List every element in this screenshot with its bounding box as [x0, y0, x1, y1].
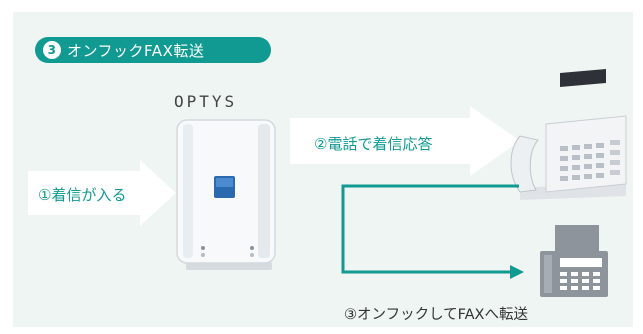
step-answer-label: ②電話で着信応答: [314, 135, 433, 153]
section-title-badge: 3 オンフックFAX転送: [35, 37, 271, 63]
device-brand-label: OPTYS: [174, 92, 238, 111]
fax-machine-icon: [540, 225, 608, 297]
incoming-arrow: [28, 160, 176, 226]
section-title: オンフックFAX転送: [67, 41, 205, 60]
answer-arrow: [290, 106, 520, 176]
section-number: 3: [43, 41, 61, 59]
step-forward-label: ③オンフックしてFAXへ転送: [344, 307, 528, 323]
forward-arrowhead: [510, 265, 524, 279]
desk-phone-icon: [510, 68, 627, 200]
forward-connector: [341, 184, 519, 274]
optys-device-icon: [176, 119, 276, 270]
step-incoming-label: ①着信が入る: [38, 186, 127, 204]
